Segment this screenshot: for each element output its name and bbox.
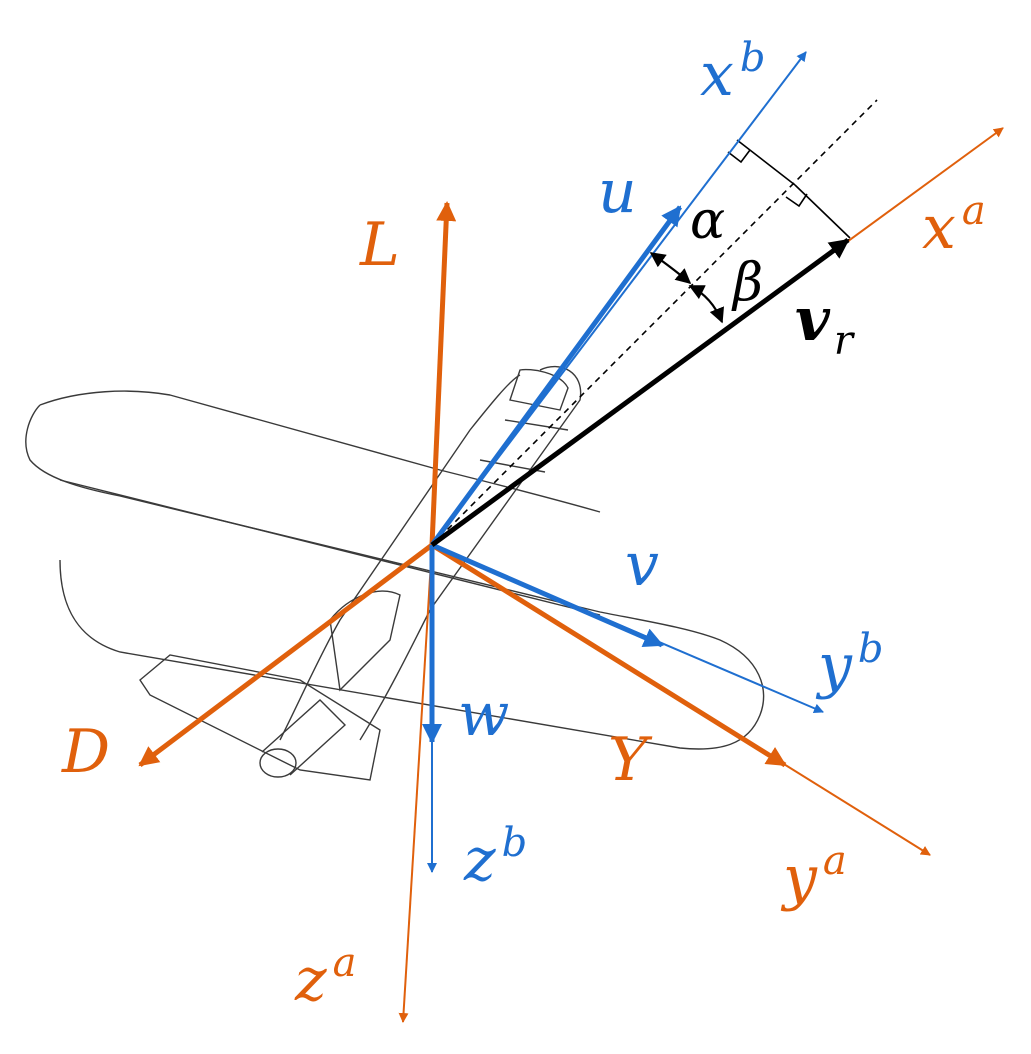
- construction-lines: [727, 139, 851, 239]
- main-wing-outline: [25, 404, 765, 750]
- side-force-label: Y: [608, 725, 653, 795]
- tail-cone-body: [261, 699, 347, 776]
- v-vector: [431, 542, 664, 648]
- beta-arc: [688, 285, 724, 324]
- drag-label: D: [61, 717, 110, 787]
- beta-label: β: [731, 253, 763, 313]
- lift-vector: [429, 201, 457, 546]
- right-angle-mark-2: [785, 193, 808, 208]
- side-force-vector: [430, 542, 787, 768]
- alpha-arc: [649, 252, 692, 285]
- v-label: v: [625, 530, 659, 600]
- engine-band-1: [504, 419, 569, 431]
- wing-leading-edge: [39, 390, 601, 513]
- perpendicular-line-alpha: [736, 139, 796, 186]
- right-angle-mark-1: [727, 149, 751, 164]
- wing-trailing-edge: [59, 479, 601, 616]
- lift-label: L: [359, 210, 400, 280]
- tail-cone: [259, 748, 297, 778]
- fuselage-side: [279, 374, 521, 741]
- u-vector: [429, 205, 683, 547]
- alpha-label: α: [690, 191, 725, 251]
- tail-plane-outline: [139, 654, 381, 781]
- z-air-axis: [398, 544, 433, 1023]
- u-label: u: [598, 157, 637, 227]
- projection-dashed-line: [431, 99, 878, 546]
- perpendicular-line-beta: [794, 184, 851, 239]
- w-label: w: [458, 680, 509, 750]
- tail-fin-outline: [329, 590, 401, 692]
- drag-vector: [138, 543, 434, 767]
- relative-velocity-vector: [430, 237, 850, 548]
